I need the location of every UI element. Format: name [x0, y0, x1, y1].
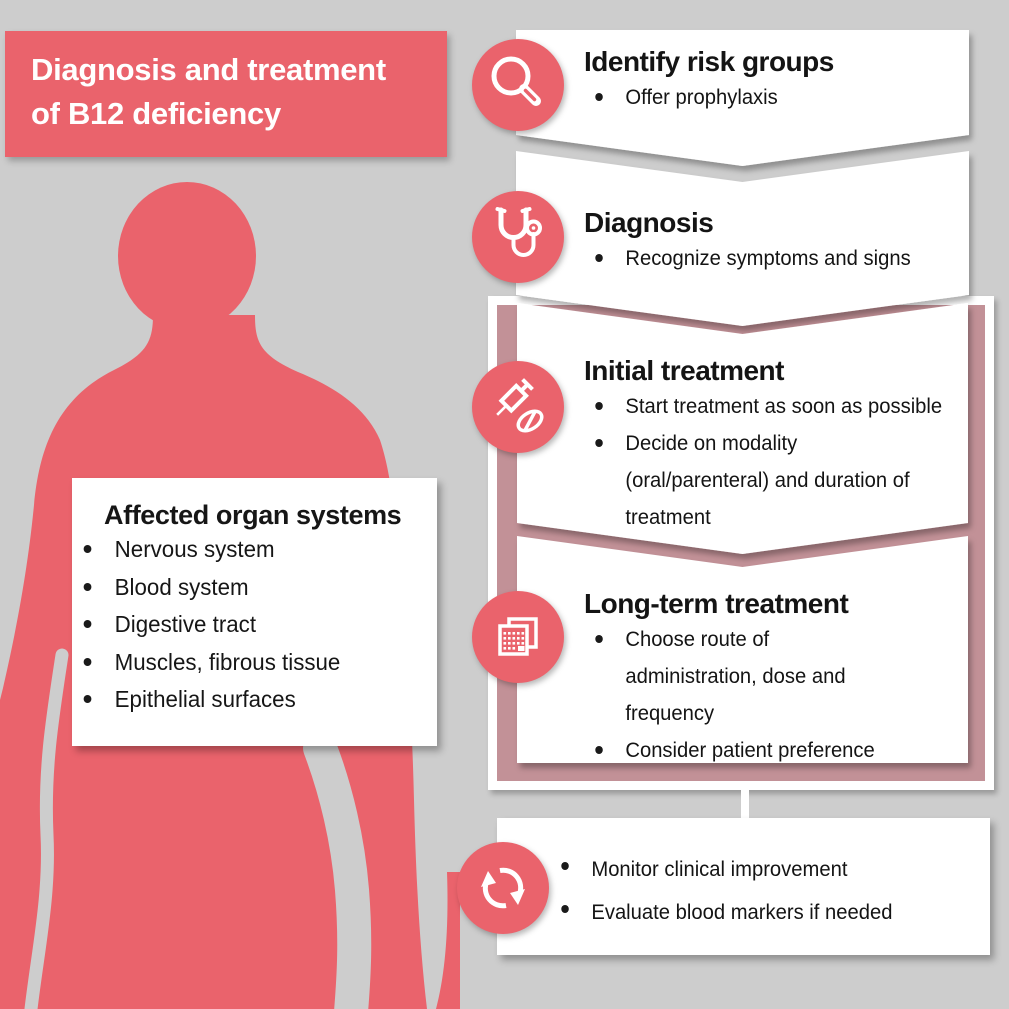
step-long-term-treatment: Long-term treatment Choose route of admi… [584, 587, 944, 769]
identify-risk-icon-circle [472, 39, 564, 131]
chevron-initial-treatment [517, 303, 968, 554]
bullet-item: Choose route of administration, dose and… [584, 621, 899, 732]
bullet-item: Offer prophylaxis [584, 79, 946, 116]
step-heading: Diagnosis [584, 207, 714, 238]
followup-box [497, 818, 990, 955]
calendar-icon [498, 617, 538, 656]
bullet-item: Digestive tract [72, 606, 382, 644]
cycle-arrows-icon [481, 867, 525, 909]
bullet-item: Consider patient preference [584, 732, 899, 769]
step-bullet-list: Choose route of administration, dose and… [584, 621, 899, 769]
bullet-item: Blood system [72, 569, 382, 607]
followup-icon-circle [457, 842, 549, 934]
bullet-item: Muscles, fibrous tissue [72, 644, 382, 682]
diagnosis-icon-circle [472, 191, 564, 283]
bullet-item: Nervous system [72, 531, 382, 569]
bullet-item: Decide on modality (oral/parenteral) and… [584, 425, 946, 536]
initial-treatment-icon-circle [472, 361, 564, 453]
step-bullet-list: Recognize symptoms and signs [584, 240, 946, 277]
long-term-icon-circle [472, 591, 564, 683]
chevron-long-term-treatment [517, 536, 968, 763]
page-title: Diagnosis and treatment of B12 deficienc… [31, 52, 386, 131]
bullet-item: Evaluate blood markers if needed [550, 891, 945, 934]
bullet-item: Start treatment as soon as possible [584, 388, 946, 425]
step-initial-treatment: Initial treatment Start treatment as soo… [584, 354, 966, 536]
affected-organs-heading: Affected organ systems [104, 500, 402, 530]
step-heading: Long-term treatment [584, 588, 849, 619]
chevron-identify-risk [516, 30, 969, 166]
step-diagnosis: Diagnosis Recognize symptoms and signs [584, 206, 964, 277]
step-bullet-list: Offer prophylaxis [584, 79, 946, 116]
bullet-item: Recognize symptoms and signs [584, 240, 946, 277]
title-banner: Diagnosis and treatment of B12 deficienc… [5, 31, 447, 157]
bullet-item: Epithelial surfaces [72, 681, 382, 719]
step-heading: Identify risk groups [584, 46, 834, 77]
stethoscope-icon [495, 207, 542, 257]
chevron-diagnosis [516, 151, 969, 326]
step-identify-risk: Identify risk groups Offer prophylaxis [584, 45, 964, 116]
magnifier-icon [491, 56, 541, 106]
step-heading: Initial treatment [584, 355, 784, 386]
syringe-pill-icon [496, 378, 544, 433]
connector-line [741, 786, 749, 820]
bullet-item: Monitor clinical improvement [550, 848, 945, 891]
